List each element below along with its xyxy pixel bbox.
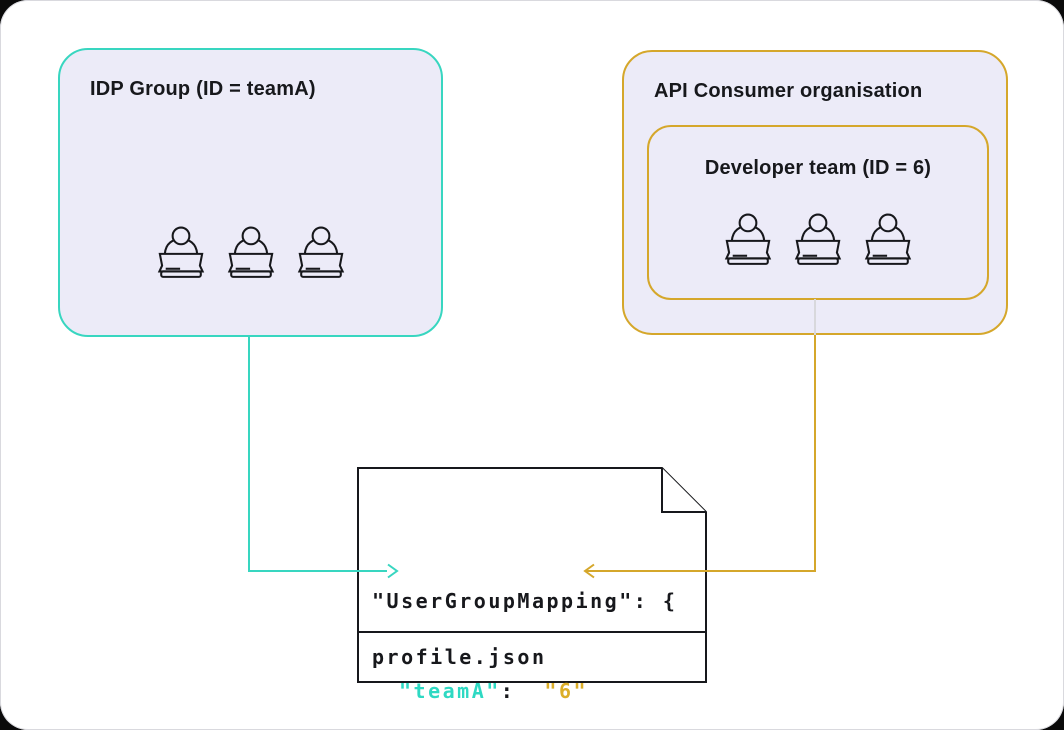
person-laptop-icon (791, 211, 845, 269)
developer-team-title: Developer team (ID = 6) (704, 157, 932, 179)
idp-group-title: IDP Group (ID = teamA) (90, 78, 316, 100)
person-laptop-icon (294, 224, 348, 282)
idp-group-box: IDP Group (ID = teamA) (58, 48, 443, 337)
mapping-value: "6" (544, 679, 589, 703)
document-filename: profile.json (372, 645, 547, 669)
person-laptop-icon (721, 211, 775, 269)
api-consumer-org-box: API Consumer organisation Developer team… (622, 50, 1008, 335)
person-laptop-icon (861, 211, 915, 269)
mapping-key: "teamA" (399, 679, 501, 703)
api-consumer-org-title: API Consumer organisation (654, 80, 923, 102)
idp-group-members (60, 224, 441, 282)
code-line-open: "UserGroupMapping": { (372, 589, 678, 613)
person-laptop-icon (154, 224, 208, 282)
developer-team-members (649, 211, 987, 269)
idp-to-mapping-connector (248, 337, 387, 572)
code-line-mapping: "teamA": "6" (372, 676, 702, 706)
mapping-colon: : (500, 679, 545, 703)
document-fold-icon (661, 468, 706, 513)
mapping-code-block: "UserGroupMapping": { "teamA": "6" } (372, 526, 702, 730)
developer-team-box: Developer team (ID = 6) (647, 125, 989, 300)
person-laptop-icon (224, 224, 278, 282)
